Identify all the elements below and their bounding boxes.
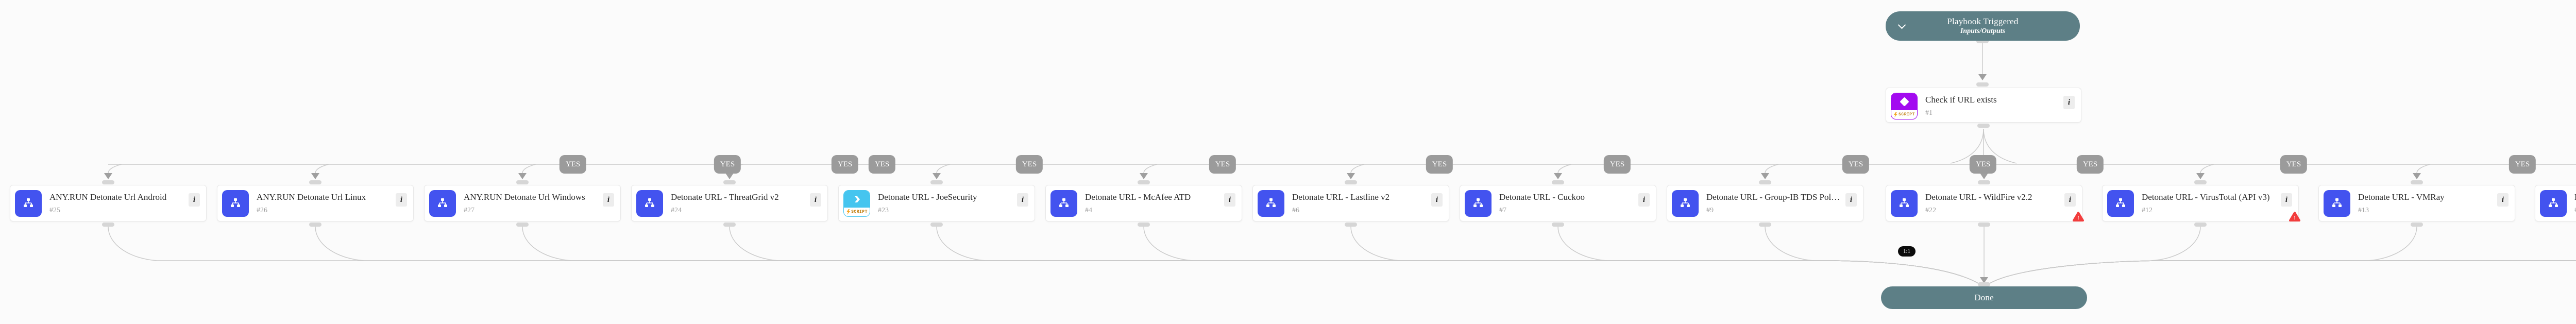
task-node[interactable]: ! Detonate URL - ThreatGrid v2 #24 i: [631, 185, 828, 221]
task-title: Detonate URL - Cuckoo: [1499, 192, 1585, 202]
info-button[interactable]: i: [2063, 96, 2075, 109]
branch-label-yes: YES: [2076, 155, 2104, 174]
task-id: #27: [464, 207, 474, 214]
info-button[interactable]: i: [2497, 193, 2509, 207]
task-title: ANY.RUN Detonate Url Android: [49, 192, 167, 202]
task-node[interactable]: ! Detonate URL - VirusTotal (API v3) #12…: [2102, 185, 2300, 221]
task-id: #7: [1499, 207, 1506, 214]
trigger-subtitle: Inputs/Outputs: [1960, 27, 2006, 35]
chevron-right-icon: [855, 196, 860, 202]
task-node[interactable]: ! Detonate URL - McAfee ATD #4 i: [1045, 185, 1242, 221]
script-label: SCRIPT: [851, 209, 868, 214]
task-id: #23: [878, 207, 889, 214]
task-id: #22: [1925, 207, 1936, 214]
info-button[interactable]: i: [603, 193, 614, 207]
info-button[interactable]: i: [2281, 193, 2292, 207]
warning-icon: !: [2289, 212, 2300, 221]
task-title: Detonate URL - WildFire v2.2: [1925, 192, 2032, 202]
branch-label-yes: YES: [714, 155, 741, 174]
task-id: #26: [257, 207, 267, 214]
task-id: #12: [2142, 207, 2153, 214]
task-node[interactable]: ! Detonate URL - Cuckoo #7 i: [1460, 185, 1656, 221]
task-title: Detonate URL - ThreatGrid v2: [671, 192, 779, 202]
task-node[interactable]: ! ANY.RUN Detonate Url Windows #27 i: [424, 185, 621, 221]
playbook-task-icon: [222, 190, 249, 217]
info-button[interactable]: i: [1845, 193, 1857, 207]
playbook-triggered-node[interactable]: Playbook Triggered Inputs/Outputs: [1886, 11, 2080, 41]
done-label: Done: [1974, 293, 1994, 302]
task-id: #4: [1085, 207, 1092, 214]
task-node[interactable]: ! Detonate URL - Group-IB TDS Polygon #9…: [1667, 185, 1863, 221]
info-button[interactable]: i: [189, 193, 200, 207]
playbook-task-icon: [2107, 190, 2134, 217]
task-title: Detonate URL - Lastline v2: [1292, 192, 1390, 202]
task-title: Detonate URL - VirusTotal (API v3): [2142, 192, 2270, 202]
lightning-icon: [1894, 111, 1898, 117]
lightning-icon: [846, 209, 851, 215]
task-id: #24: [671, 207, 682, 214]
info-button[interactable]: i: [1431, 193, 1443, 207]
task-node[interactable]: ! ANY.RUN Detonate Url Linux #26 i: [217, 185, 414, 221]
task-node[interactable]: ! Detonate URL - VMRay #13 i: [2318, 185, 2515, 221]
task-title: ANY.RUN Detonate Url Windows: [464, 192, 585, 202]
branch-label-yes: YES: [1842, 155, 1870, 174]
branch-label-yes: YES: [1426, 155, 1453, 174]
playbook-task-icon: [636, 190, 663, 217]
branch-label-yes: YES: [559, 155, 587, 174]
script-label: SCRIPT: [1899, 112, 1915, 117]
condition-title: Check if URL exists: [1925, 95, 1997, 105]
task-node[interactable]: ! Detonate URL - WildFire v2.2 #22 i: [1886, 185, 2084, 221]
script-task-icon: SCRIPT: [843, 190, 870, 217]
task-node[interactable]: SCRIPT ! Detonate URL - JoeSecurity #23 …: [838, 185, 1035, 221]
branch-label-yes: YES: [868, 155, 896, 174]
playbook-task-icon: [2540, 190, 2567, 217]
branch-label-yes: YES: [1969, 155, 1997, 174]
info-button[interactable]: i: [1017, 193, 1028, 207]
info-button[interactable]: i: [810, 193, 821, 207]
svg-text:!: !: [2294, 215, 2295, 221]
task-id: #6: [1292, 207, 1299, 214]
task-id: #25: [49, 207, 60, 214]
task-id: #14: [2574, 207, 2576, 215]
playbook-task-icon: [15, 190, 42, 217]
task-title: Detonate URL - JoeSecurity: [878, 192, 977, 202]
info-button[interactable]: i: [2064, 193, 2076, 207]
task-id: #13: [2358, 207, 2369, 214]
warning-icon: !: [2073, 212, 2084, 221]
info-button[interactable]: i: [1638, 193, 1650, 207]
condition-script-icon: SCRIPT: [1891, 93, 1918, 120]
playbook-task-icon: [2324, 190, 2350, 217]
branch-label-yes: YES: [2280, 155, 2308, 174]
branch-label-yes: YES: [1209, 155, 1236, 174]
chevron-down-icon[interactable]: [1897, 21, 1906, 29]
playbook-task-icon: [1891, 190, 1918, 217]
task-title: Detonate URL - Group-IB TDS Polygon: [1706, 192, 1842, 202]
task-node[interactable]: ! Detonate URL - ThreatStream #14 i: [2535, 185, 2576, 221]
branch-label-yes: YES: [1015, 155, 1043, 174]
playbook-task-icon: [1258, 190, 1284, 217]
task-node[interactable]: ! ANY.RUN Detonate Url Android #25 i: [10, 185, 207, 221]
playbook-task-icon: [1465, 190, 1492, 217]
branch-label-yes: YES: [1603, 155, 1631, 174]
task-node[interactable]: ! Detonate URL - Lastline v2 #6 i: [1252, 185, 1449, 221]
svg-text:!: !: [2077, 215, 2079, 221]
done-node[interactable]: Done: [1881, 286, 2087, 309]
info-button[interactable]: i: [396, 193, 407, 207]
condition-id: #1: [1925, 109, 1933, 117]
task-id: #9: [1706, 207, 1714, 214]
task-title: Detonate URL - VMRay: [2358, 192, 2445, 202]
info-button[interactable]: i: [1224, 193, 1235, 207]
branch-label-yes: YES: [831, 155, 859, 174]
connector-count-badge: 1:1: [1898, 246, 1916, 257]
task-title: ANY.RUN Detonate Url Linux: [257, 192, 366, 202]
playbook-task-icon: [1050, 190, 1077, 217]
task-title: Detonate URL - McAfee ATD: [1085, 192, 1191, 202]
playbook-task-icon: [1672, 190, 1699, 217]
condition-node-check-url-exists[interactable]: SCRIPT Check if URL exists #1 i: [1886, 88, 2081, 123]
branch-label-yes: YES: [2509, 155, 2536, 174]
diamond-icon: [1899, 97, 1909, 107]
trigger-title: Playbook Triggered: [1947, 16, 2019, 26]
playbook-task-icon: [429, 190, 456, 217]
